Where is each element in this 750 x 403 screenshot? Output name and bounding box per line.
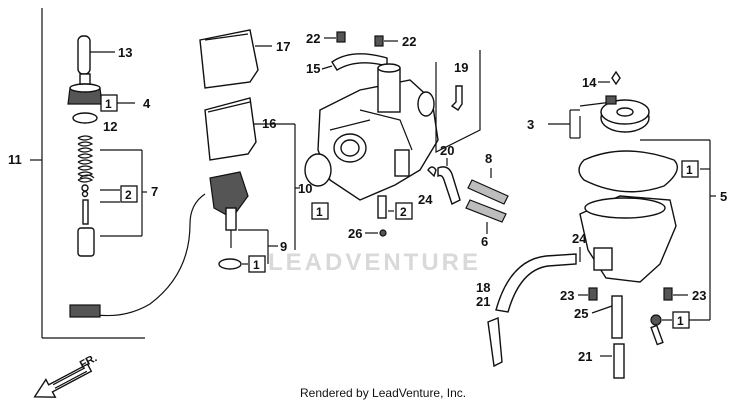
box-26 (395, 202, 413, 220)
group-11-bracket (30, 8, 145, 339)
part-21-hoses (487, 295, 625, 379)
label-5: 5 (720, 189, 727, 204)
part-9-auto-choke (209, 171, 278, 270)
part-3-float (548, 95, 650, 139)
label-16: 16 (262, 116, 276, 131)
part-16-cover (204, 97, 300, 250)
choke-wire (79, 193, 206, 317)
part-15-clamp (321, 53, 388, 71)
label-22a: 22 (306, 31, 320, 46)
box-7-text: 2 (125, 188, 132, 202)
front-direction-arrow (33, 363, 93, 398)
part-22b-screw (374, 35, 384, 47)
label-4: 4 (143, 96, 151, 111)
label-9: 9 (280, 239, 287, 254)
part-17-cover (199, 29, 272, 89)
part-23b-screw (663, 287, 673, 301)
label-21a: 21 (476, 294, 490, 309)
box-9-text: 1 (253, 258, 260, 272)
box-5-text: 1 (686, 163, 693, 177)
label-7: 7 (151, 184, 158, 199)
box-9 (248, 255, 266, 273)
label-3: 3 (527, 117, 534, 132)
label-13: 13 (118, 45, 132, 60)
part-13-cap (77, 35, 115, 75)
label-20: 20 (440, 143, 454, 158)
footer-credit: Rendered by LeadVenture, Inc. (300, 386, 466, 400)
label-25: 25 (574, 306, 588, 321)
box-26-text: 2 (400, 205, 407, 219)
label-8: 8 (485, 151, 492, 166)
part-24a-clip (427, 166, 437, 178)
label-17: 17 (276, 39, 290, 54)
label-15: 15 (306, 61, 320, 76)
part-18-drain-hose (495, 253, 577, 313)
wire-connector (69, 304, 101, 318)
label-18: 18 (476, 280, 490, 295)
front-label: FR. (78, 352, 99, 371)
part-12-washer (72, 112, 98, 124)
label-10: 10 (298, 181, 312, 196)
carburetor-body (317, 63, 439, 201)
part-7-group (77, 135, 147, 257)
box-23-text: 1 (677, 314, 684, 328)
watermark-text: LEADVENTURE (268, 249, 481, 276)
part-drain-screw (650, 314, 672, 346)
box-10 (311, 202, 329, 220)
part-4-top (67, 73, 103, 105)
part-20-elbow (437, 158, 461, 205)
label-22b: 22 (402, 34, 416, 49)
part-8-6-screws (465, 168, 509, 234)
label-14: 14 (582, 75, 597, 90)
part-19-hose (435, 50, 481, 153)
part-5-gasket-bowl (578, 139, 716, 310)
label-11: 11 (8, 152, 22, 167)
label-23a: 23 (560, 288, 574, 303)
label-26: 26 (348, 226, 362, 241)
part-23a-screw (588, 287, 598, 301)
part-10-oring (304, 153, 332, 187)
label-19: 19 (454, 60, 468, 75)
label-6: 6 (481, 234, 488, 249)
box-4-text: 1 (105, 97, 112, 111)
part-22a-screw (336, 31, 346, 43)
part-14-needle (611, 70, 621, 86)
label-23b: 23 (692, 288, 706, 303)
label-12: 12 (103, 119, 117, 134)
box-7 (120, 185, 138, 203)
part-26-jet (365, 195, 394, 237)
label-21b: 21 (578, 349, 592, 364)
box-5 (681, 160, 699, 178)
label-24b: 24 (572, 231, 587, 246)
box-10-text: 1 (316, 205, 323, 219)
label-24a: 24 (418, 192, 433, 207)
